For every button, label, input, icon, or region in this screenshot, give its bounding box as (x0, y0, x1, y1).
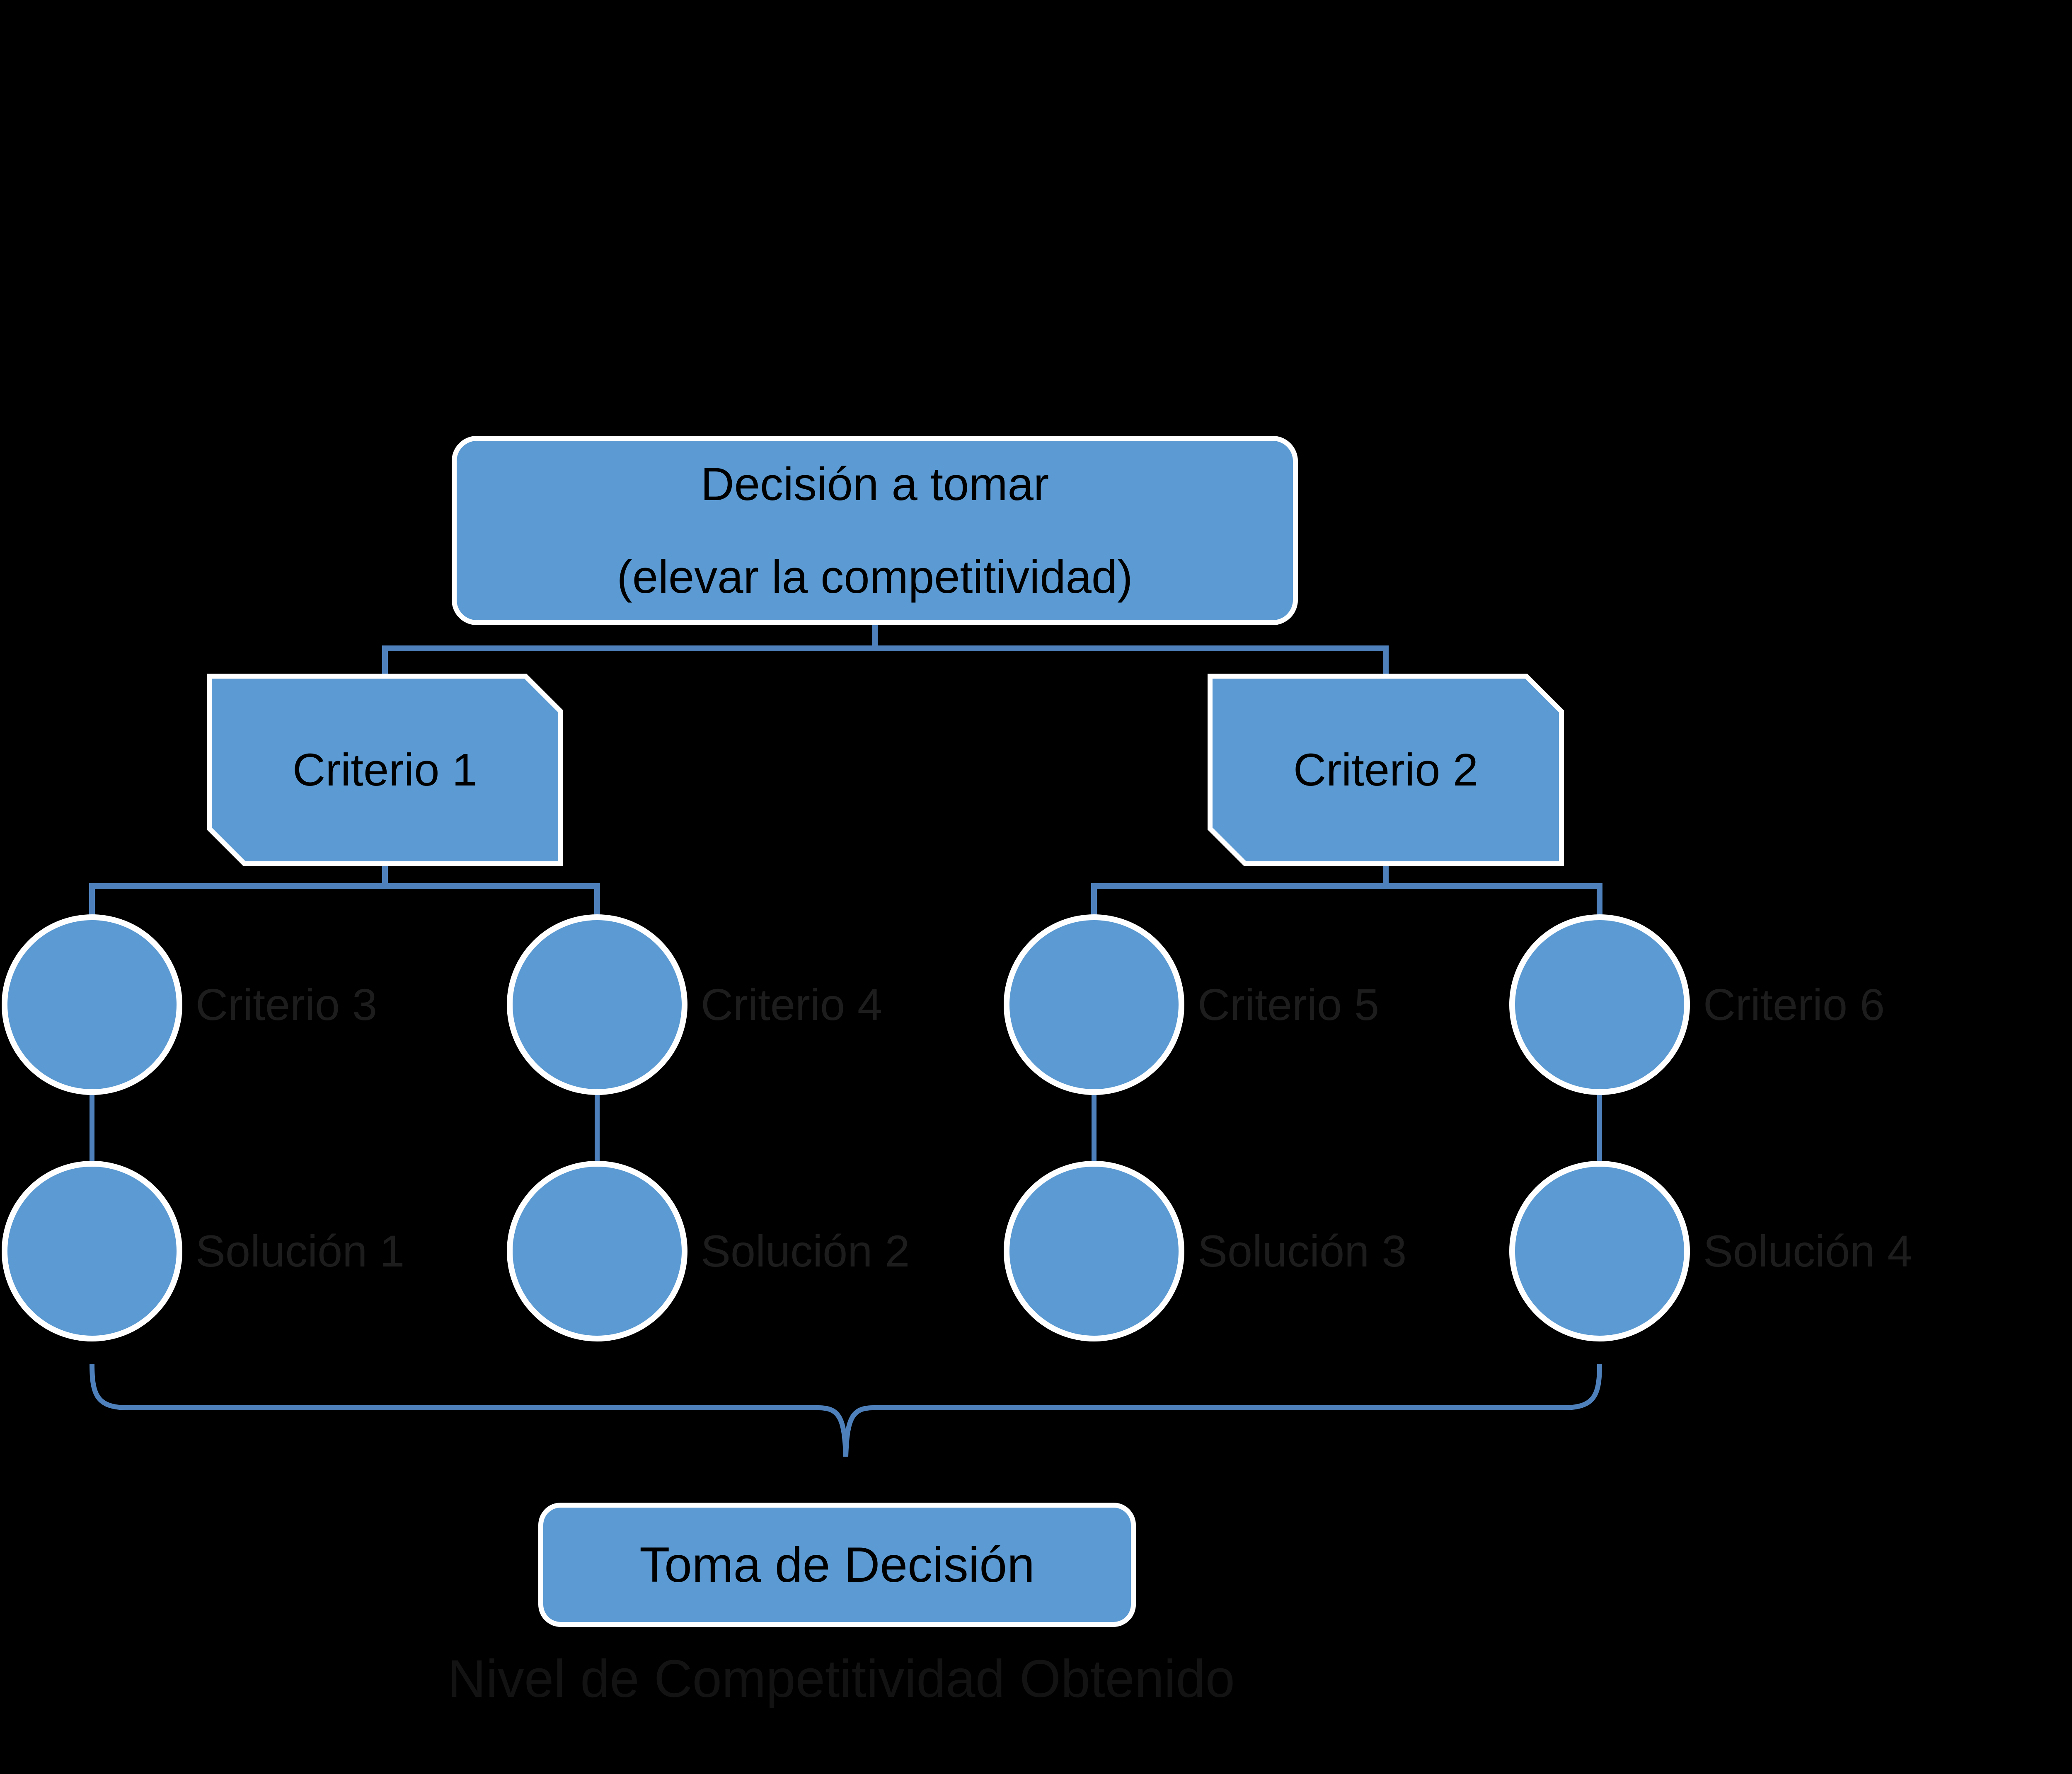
criterion-2-node-shape (1208, 674, 1564, 866)
solution-1-label: Solución 1 (196, 1226, 405, 1276)
decision-node: Toma de Decisión (639, 1537, 1035, 1593)
criterion-1-branch-connector (89, 864, 600, 915)
criterion-1-node-shape (207, 674, 563, 866)
subcriterion-3-circle (1004, 914, 1184, 1095)
subcriterion-1-circle (2, 914, 182, 1095)
solution-2-label: Solución 2 (701, 1226, 910, 1276)
goal-node: Decisión a tomar (elevar la competitivid… (454, 438, 1295, 623)
criterion-2-branch-connector (1091, 864, 1602, 915)
decision-node-shape (538, 1503, 1136, 1627)
solution-4-circle (1509, 1161, 1690, 1341)
subcriterion-1-label: Criterio 3 (196, 979, 378, 1030)
goal-title-line2: (elevar la competitividad) (617, 551, 1133, 603)
goal-title-line1: Decisión a tomar (700, 458, 1049, 510)
subcriterion-4-label: Criterio 6 (1703, 979, 1885, 1030)
solution-3-label: Solución 3 (1198, 1226, 1407, 1276)
solution-1-circle (2, 1161, 182, 1341)
subcriterion-2-circle (507, 914, 687, 1095)
criterion-1-label: Criterio 1 (292, 744, 478, 795)
solution-4-label: Solución 4 (1703, 1226, 1912, 1276)
subcriterion-2-label: Criterio 4 (701, 979, 883, 1030)
goal-node-shape (452, 436, 1298, 625)
subcriterion-4-circle (1509, 914, 1690, 1095)
goal-to-criteria-connector (382, 623, 1389, 676)
solutions-brace (90, 1363, 1602, 1457)
subcriterion-3-label: Criterio 5 (1198, 979, 1380, 1030)
solution-2-circle (507, 1161, 687, 1341)
criterion-2-label: Criterio 2 (1293, 744, 1479, 795)
solution-3-circle (1004, 1161, 1184, 1341)
figure-caption: Nivel de Competitividad Obtenido (448, 1649, 1235, 1709)
